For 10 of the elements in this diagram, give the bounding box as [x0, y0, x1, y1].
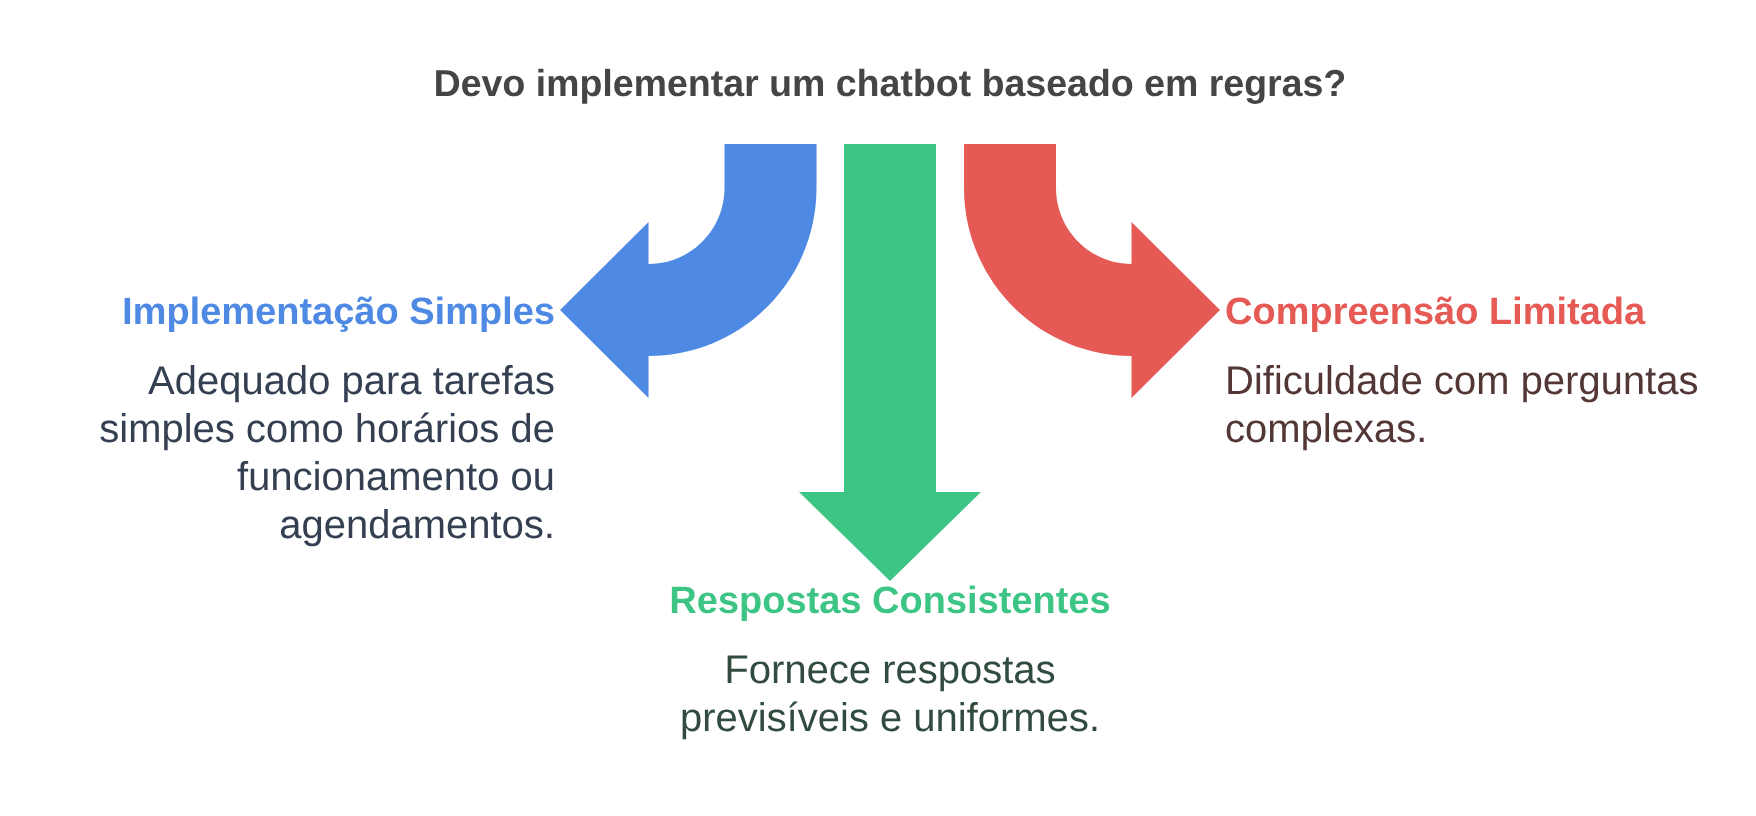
option-heading: Respostas Consistentes: [671, 585, 1110, 621]
option-description: Fornece respostas previsíveis e uniformes.: [682, 655, 1097, 740]
option-description: Dificuldade com perguntas complexas.: [1226, 365, 1698, 451]
down-arrow: [799, 144, 981, 581]
title: Devo implementar um chatbot baseado em regras?: [436, 68, 1345, 104]
option-heading: Implementação Simples: [124, 296, 554, 332]
curved-arrow: [964, 144, 1220, 398]
option-heading: Compreensão Limitada: [1226, 296, 1646, 332]
curved-arrow: [560, 144, 817, 398]
option-description: Adequado para tarefas simples como horários de funcionamento ou agendamentos.: [100, 365, 554, 547]
